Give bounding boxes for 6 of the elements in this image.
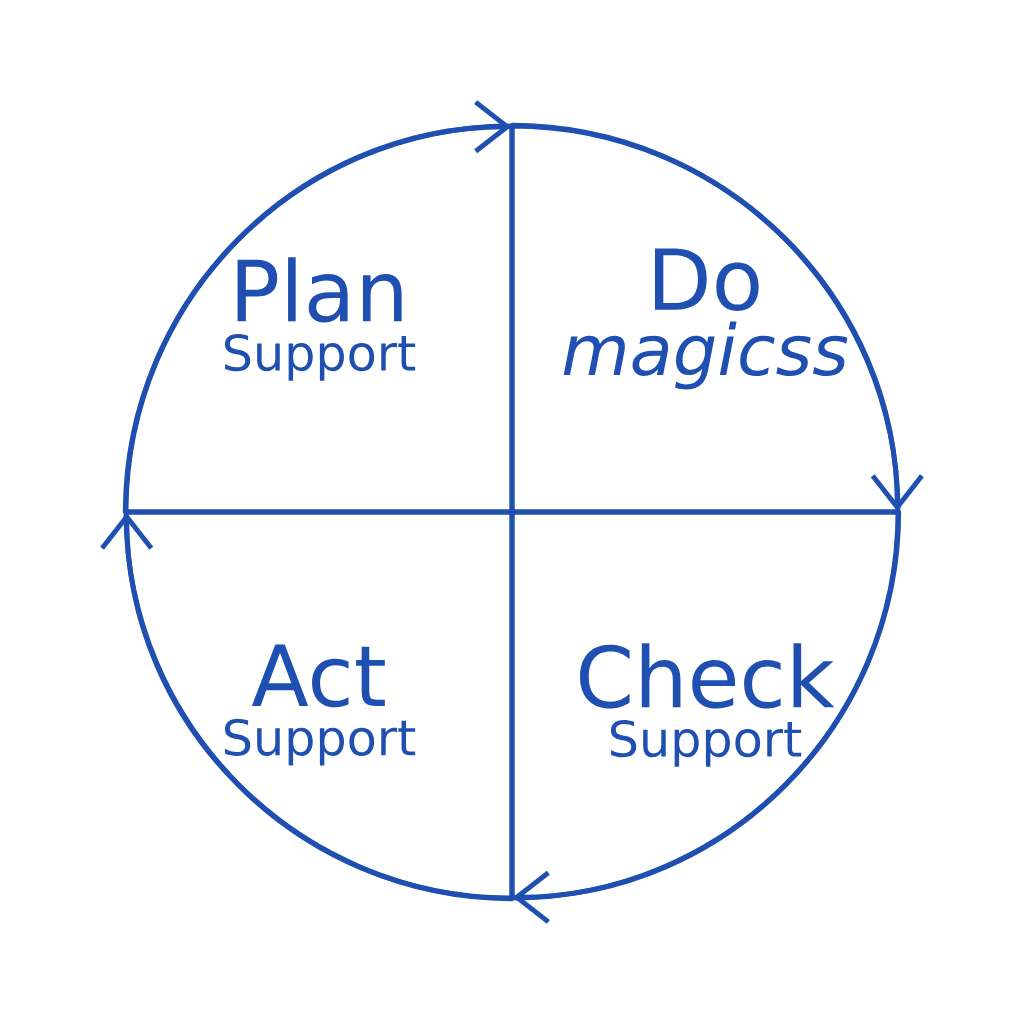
node-label: Plan bbox=[237, 257, 402, 323]
node-label: Support bbox=[225, 333, 416, 381]
quadrant: Act Support bbox=[123, 509, 515, 901]
arrow bbox=[122, 100, 512, 513]
quadrant: Check Support bbox=[509, 509, 901, 901]
quadrant: Do magicss bbox=[509, 123, 901, 515]
